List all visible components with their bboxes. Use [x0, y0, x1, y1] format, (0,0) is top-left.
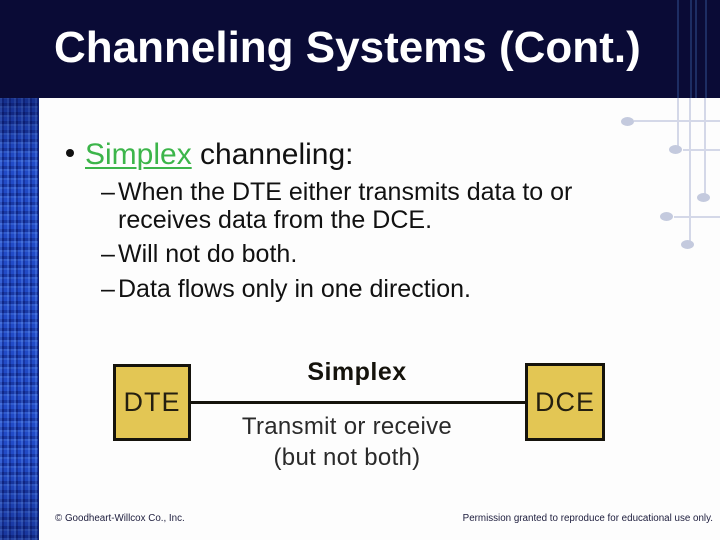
circuit-decor-hline — [674, 216, 720, 218]
bullet-item-main: Simplex channeling: — [66, 138, 354, 171]
diagram-caption-line1: Transmit or receive — [241, 413, 453, 440]
header-circuit-line — [695, 0, 697, 98]
dash-marker: – — [101, 275, 115, 303]
dash-marker: – — [101, 178, 115, 206]
term-simplex-link: Simplex — [85, 138, 192, 171]
sub-bullet-text: When the DTE either transmits data to or… — [118, 178, 573, 234]
sub-bullet-text: Will not do both. — [118, 240, 298, 268]
circuit-decor-node — [697, 193, 710, 202]
dte-label: DTE — [123, 387, 181, 417]
circuit-decor-node — [681, 240, 694, 249]
diagram-caption: Transmit or receive (but not both) — [191, 411, 503, 473]
dash-marker: – — [101, 240, 115, 268]
permission-text: Permission granted to reproduce for educ… — [462, 513, 713, 524]
header-circuit-line — [705, 0, 707, 98]
bullet-main-rest: channeling: — [191, 138, 354, 171]
copyright-text: © Goodheart-Willcox Co., Inc. — [55, 513, 185, 524]
diagram-dce-box: DCE — [525, 363, 605, 441]
diagram-dte-box: DTE — [113, 364, 191, 441]
sub-bullet-text: Data flows only in one direction. — [118, 275, 471, 303]
slide-header: Channeling Systems (Cont.) — [0, 0, 720, 98]
circuit-decor-node — [660, 212, 673, 221]
circuit-decor-node — [621, 117, 634, 126]
bullet-main-text: Simplex channeling: — [85, 138, 354, 171]
circuit-decor-hline — [683, 149, 720, 151]
sub-bullet-2: – Will not do both. — [101, 240, 608, 268]
sidebar-texture — [0, 98, 39, 540]
diagram-connector-line — [191, 401, 525, 404]
bullet-dot-icon — [66, 149, 74, 157]
header-circuit-line — [690, 0, 692, 98]
diagram-caption-line2: (but not both) — [273, 444, 421, 471]
circuit-decor-vline — [704, 98, 706, 195]
slide-title: Channeling Systems (Cont.) — [54, 23, 641, 72]
header-circuit-line — [677, 0, 679, 98]
sub-bullet-3: – Data flows only in one direction. — [101, 275, 608, 303]
circuit-decor-vline — [677, 98, 679, 147]
dce-label: DCE — [534, 386, 595, 417]
circuit-decor-hline — [634, 120, 720, 122]
circuit-decor-vline — [689, 98, 691, 241]
sub-bullet-1: – When the DTE either transmits data to … — [101, 178, 608, 234]
diagram-title: Simplex — [307, 358, 407, 386]
circuit-decor-node — [669, 145, 682, 154]
